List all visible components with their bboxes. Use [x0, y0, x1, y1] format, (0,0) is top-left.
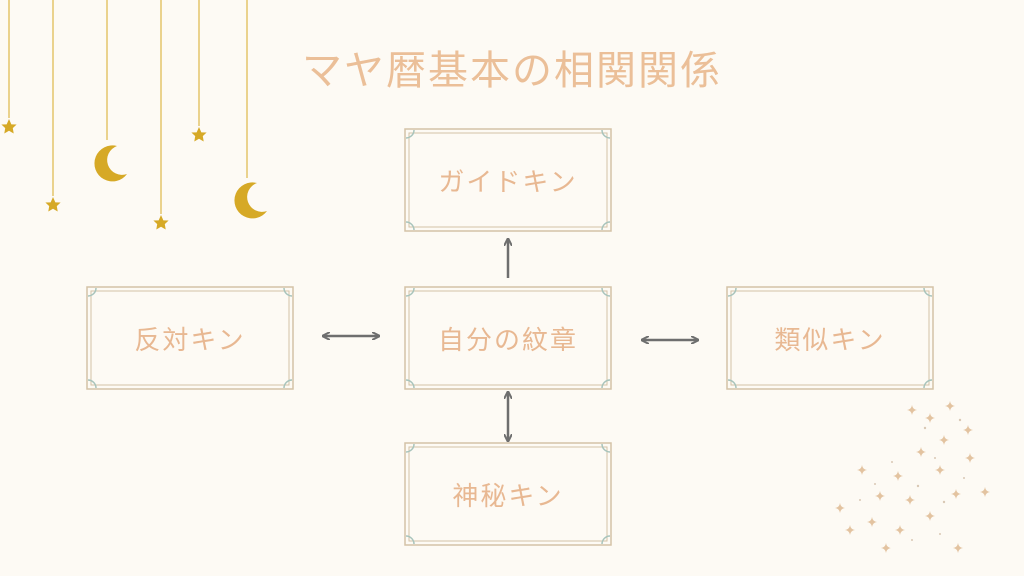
mystery-kin-box: 神秘キン	[404, 442, 612, 546]
ornamental-frame	[726, 286, 934, 390]
opposite-kin-label: 反対キン	[134, 325, 246, 356]
ornamental-frame	[404, 286, 612, 390]
crescent-moon-icon	[234, 182, 267, 219]
ornamental-frame	[404, 442, 612, 546]
self-glyph-box: 自分の紋章	[404, 286, 612, 390]
opposite-kin-box: 反対キン	[86, 286, 294, 390]
hanging-moons-stars-decoration	[1, 0, 267, 230]
similar-kin-box: 類似キン	[726, 286, 934, 390]
mystery-kin-label: 神秘キン	[452, 481, 564, 512]
crescent-moon-icon	[94, 145, 127, 182]
similar-kin-label: 類似キン	[774, 325, 886, 356]
guide-kin-box: ガイドキン	[404, 128, 612, 232]
page-title: マヤ暦基本の相関関係	[302, 48, 722, 94]
guide-kin-label: ガイドキン	[438, 167, 578, 198]
ornamental-frame	[404, 128, 612, 232]
ornamental-frame	[86, 286, 294, 390]
self-glyph-label: 自分の紋章	[437, 325, 578, 356]
